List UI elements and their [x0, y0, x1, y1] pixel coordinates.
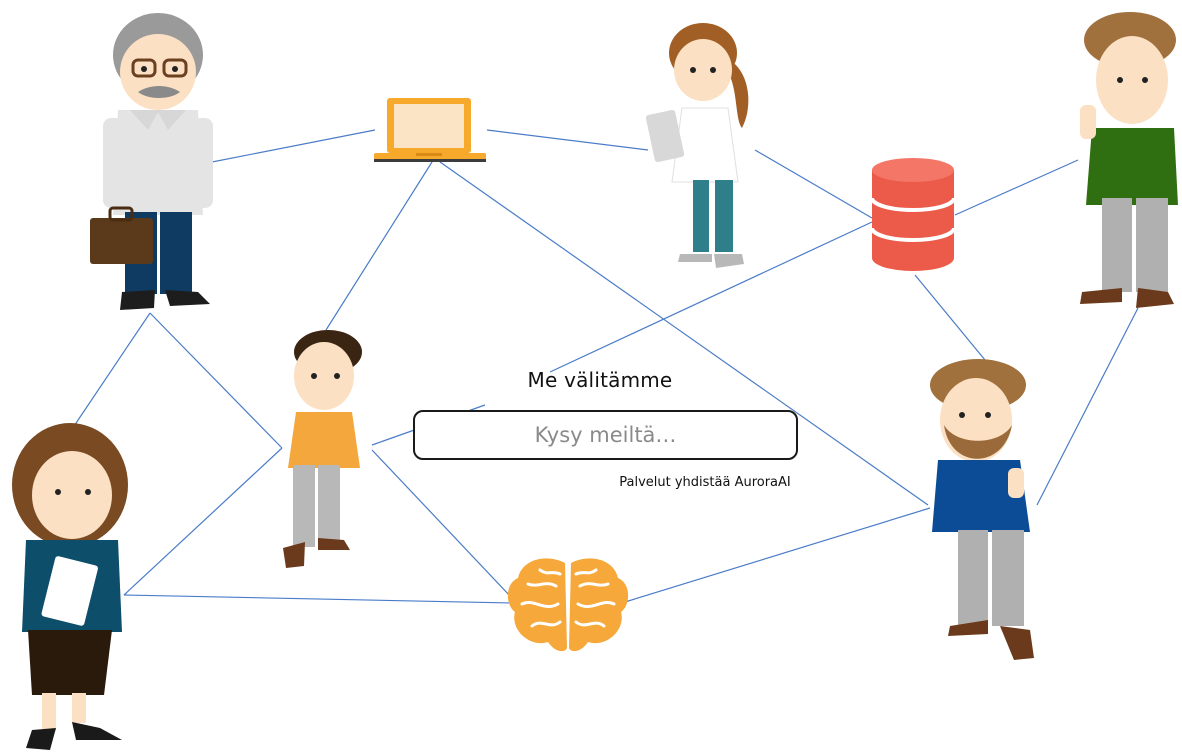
database-icon — [870, 158, 956, 271]
brain-icon — [507, 558, 629, 652]
woman-figure — [12, 423, 128, 750]
caption-text: Palvelut yhdistää AuroraAI — [619, 475, 791, 490]
search-input[interactable]: Kysy meiltä… — [413, 410, 798, 460]
thinking-man-figure — [1080, 12, 1178, 308]
connection-lines — [67, 129, 1139, 604]
laptop-icon — [374, 98, 486, 162]
heading-text: Me välitämme — [527, 368, 673, 392]
young-man-figure — [283, 330, 362, 568]
bearded-man-figure — [930, 359, 1034, 660]
doctor-figure — [645, 23, 749, 268]
senior-businessman-figure — [90, 13, 213, 310]
search-placeholder: Kysy meiltä… — [534, 423, 677, 447]
